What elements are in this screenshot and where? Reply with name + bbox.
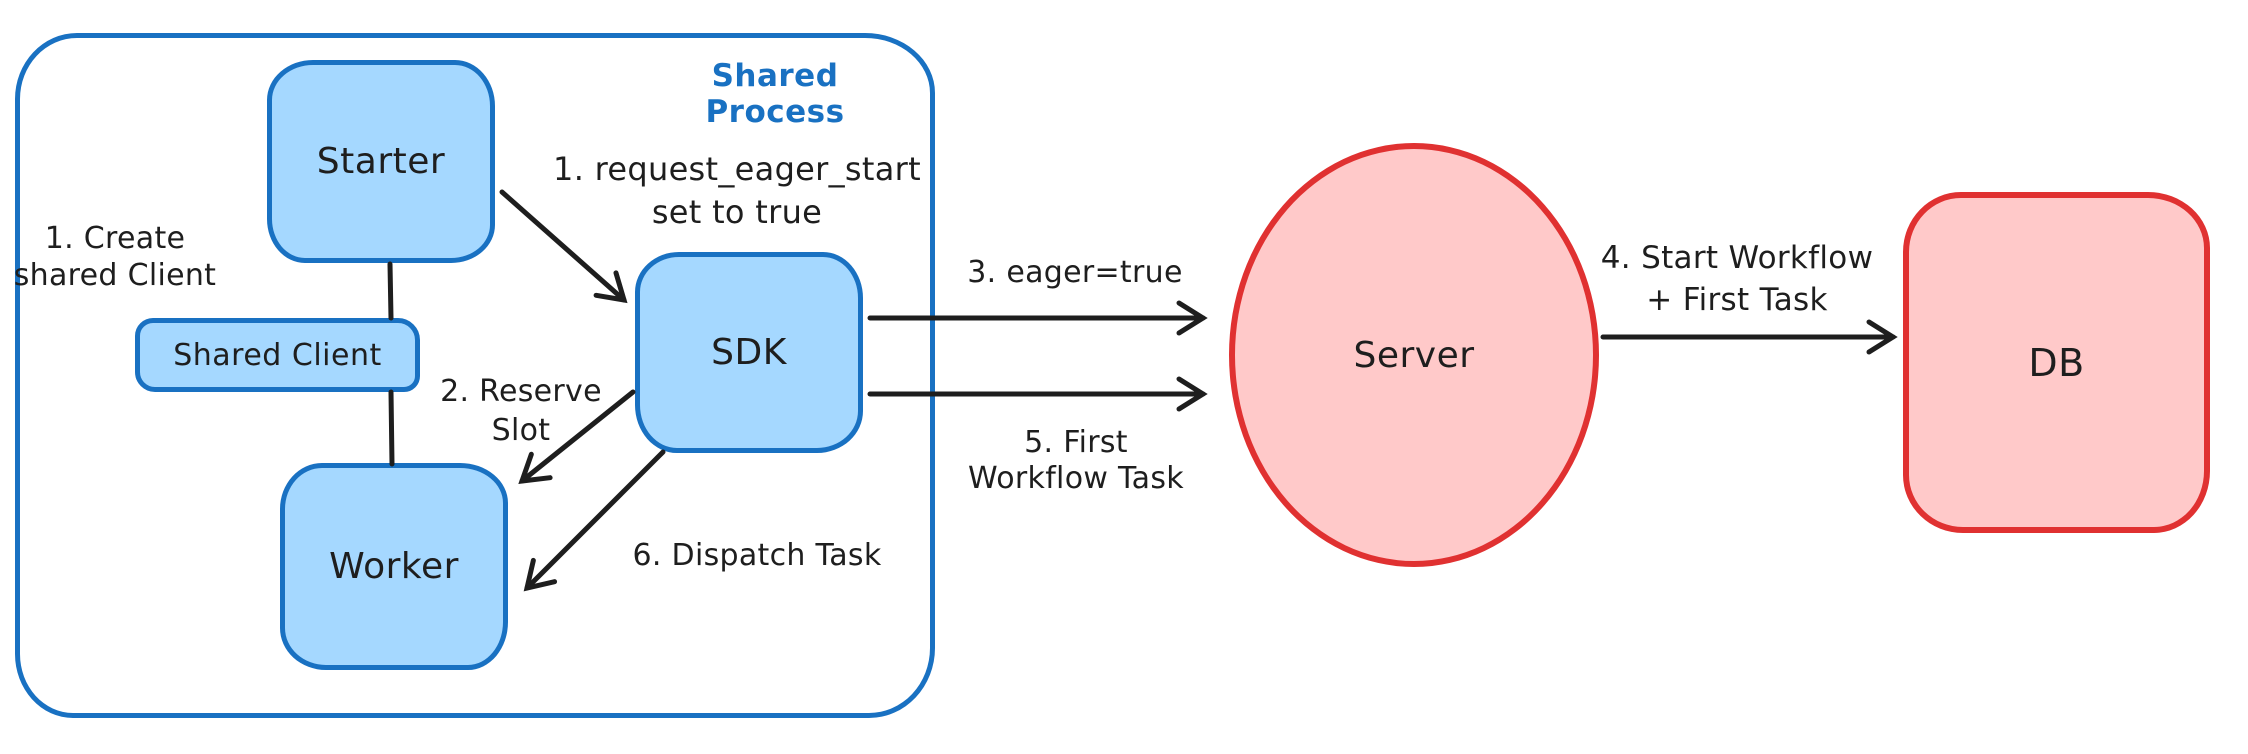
annotation-reserve-slot: 2. Reserve Slot — [421, 372, 621, 450]
starter-label: Starter — [316, 141, 446, 182]
annotation-line: 1. request_eager_start — [553, 150, 921, 188]
annotation-line: 3. eager=true — [967, 255, 1183, 290]
annotation-first-workflow-task: 5. First Workflow Task — [926, 425, 1226, 497]
annotation-request-eager-start: 1. request_eager_start set to true — [532, 148, 942, 234]
db-node: DB — [1903, 192, 2210, 533]
sdk-node: SDK — [635, 252, 863, 453]
annotation-eager-true: 3. eager=true — [945, 254, 1205, 292]
annotation-line: Workflow Task — [968, 461, 1184, 496]
annotation-line: Slot — [491, 413, 551, 448]
shared-process-label: Shared Process — [705, 58, 845, 130]
annotation-line: shared Client — [13, 258, 217, 293]
shared-client-node: Shared Client — [135, 318, 420, 392]
annotation-create-shared-client: 1. Create shared Client — [5, 220, 225, 294]
worker-node: Worker — [280, 463, 508, 670]
starter-node: Starter — [267, 60, 495, 263]
annotation-line: 1. Create — [44, 221, 186, 256]
db-label: DB — [2028, 340, 2085, 385]
shared-client-label: Shared Client — [173, 337, 382, 373]
sdk-label: SDK — [711, 332, 787, 373]
annotation-line: 2. Reserve — [440, 374, 602, 409]
annotation-start-workflow: 4. Start Workflow + First Task — [1587, 237, 1887, 321]
annotation-line: + First Task — [1646, 282, 1828, 318]
annotation-dispatch-task: 6. Dispatch Task — [607, 537, 907, 575]
server-label: Server — [1353, 334, 1475, 376]
server-node: Server — [1229, 143, 1599, 567]
worker-label: Worker — [329, 546, 459, 587]
annotation-line: 4. Start Workflow — [1600, 240, 1874, 276]
annotation-line: 6. Dispatch Task — [632, 538, 882, 573]
annotation-line: set to true — [651, 193, 823, 231]
shared-process-container — [15, 33, 935, 718]
annotation-line: 5. First — [1024, 425, 1128, 460]
